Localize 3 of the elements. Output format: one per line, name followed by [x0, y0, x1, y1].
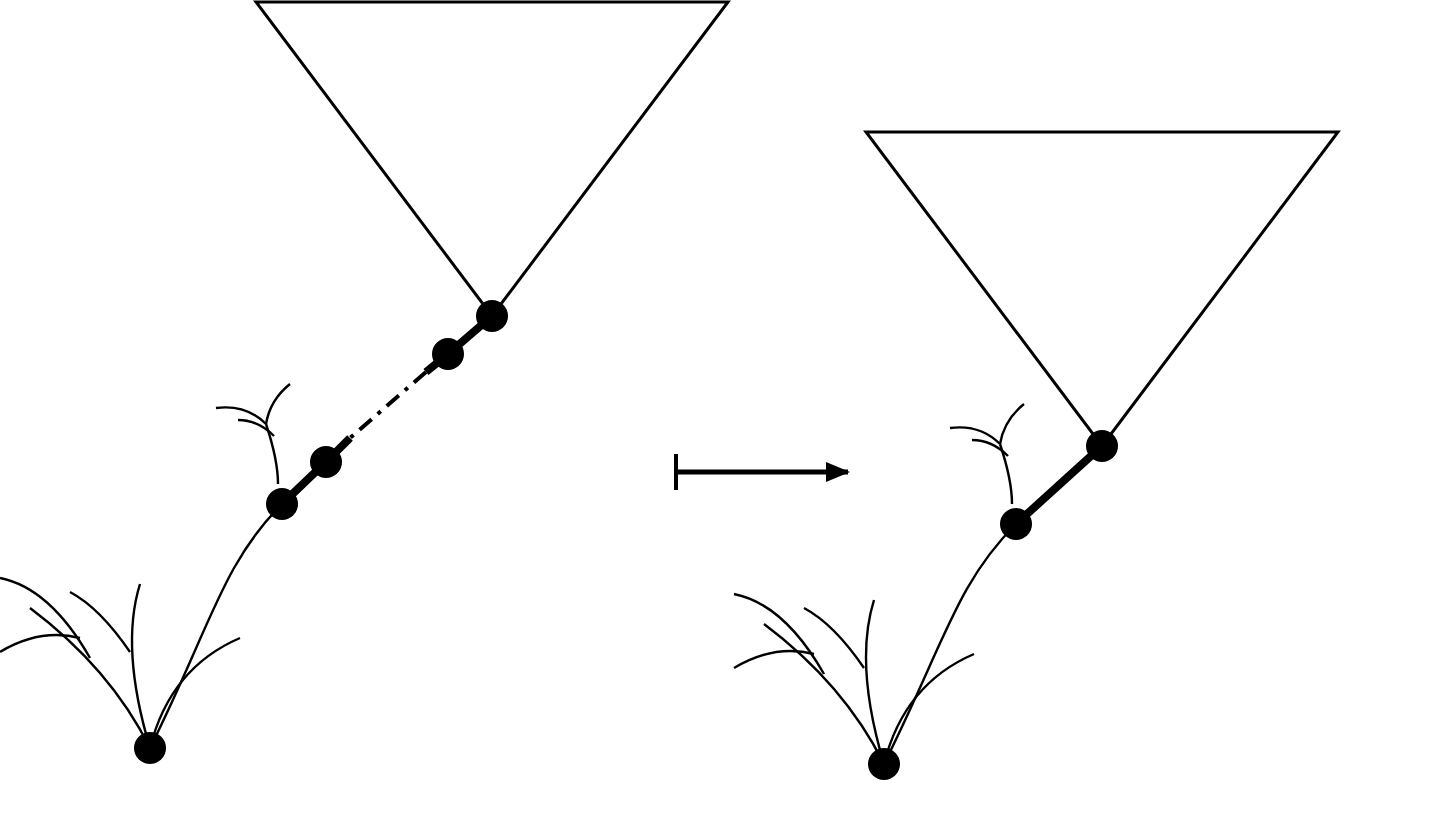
tree-drawing	[733, 130, 1341, 780]
tree-drawing	[0, 0, 731, 764]
maps-to-arrow	[674, 452, 850, 492]
